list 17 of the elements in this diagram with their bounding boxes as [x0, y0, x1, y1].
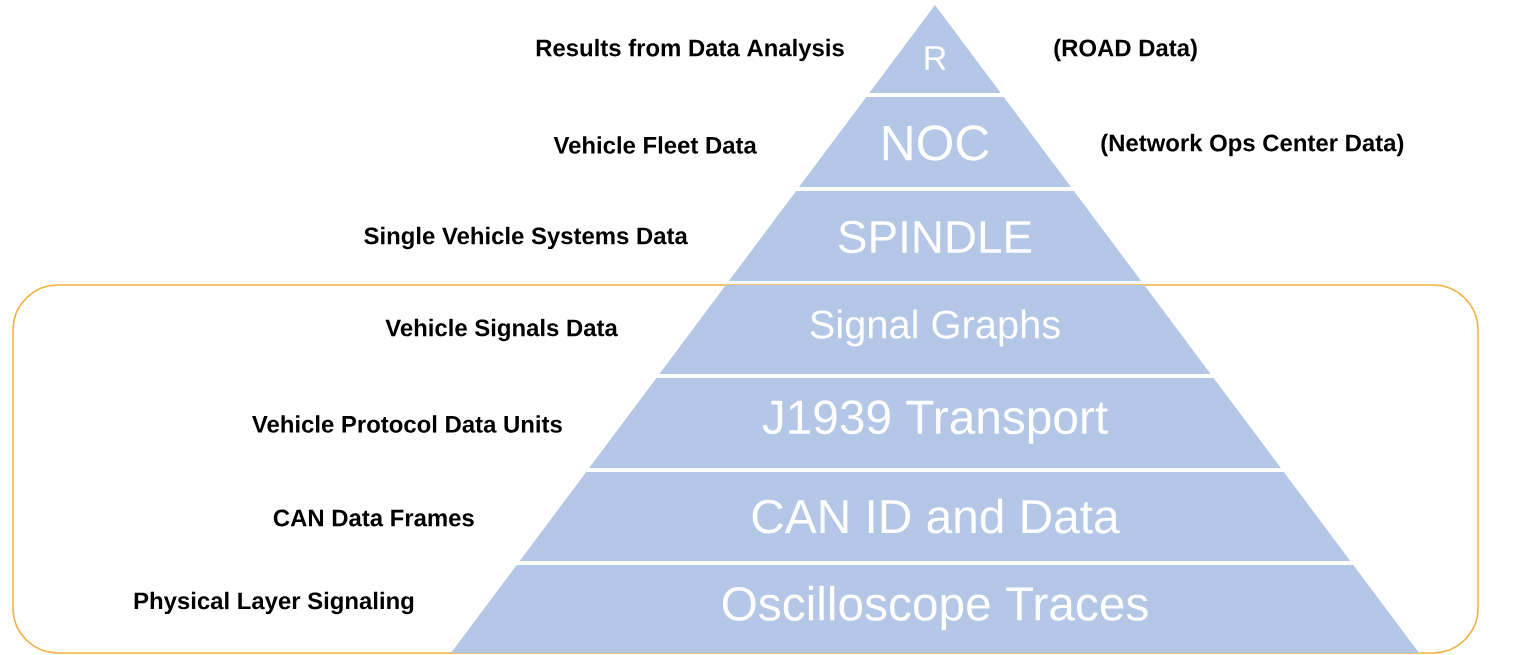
layer-label: Physical Layer Signaling	[134, 591, 414, 615]
pyramid-layer: Oscilloscope Traces	[450, 565, 1420, 653]
pyramid-layer: Signal Graphs	[659, 285, 1211, 374]
pyramid-layer: CAN ID and Data	[519, 472, 1351, 561]
layer-note: (Network Ops Center Data)	[1101, 133, 1404, 157]
pyramid-layer: J1939 Transport	[589, 378, 1281, 468]
layer-label: CAN Data Frames	[273, 509, 474, 527]
layer-note: (ROAD Data)	[1054, 38, 1197, 62]
layer-label: Vehicle Fleet Data	[553, 136, 757, 154]
layer-label: Vehicle Signals Data	[385, 318, 618, 342]
pyramid-layer: SPINDLE	[728, 191, 1142, 281]
layer-label: Vehicle Protocol Data Units	[252, 415, 562, 433]
pyramid-layer: NOC	[799, 97, 1071, 187]
pyramid-layer: R	[869, 5, 1001, 93]
rounded-frame	[12, 284, 1479, 654]
layer-label: Results from Data Analysis	[536, 38, 844, 62]
layer-label: Single Vehicle Systems Data	[364, 226, 688, 250]
